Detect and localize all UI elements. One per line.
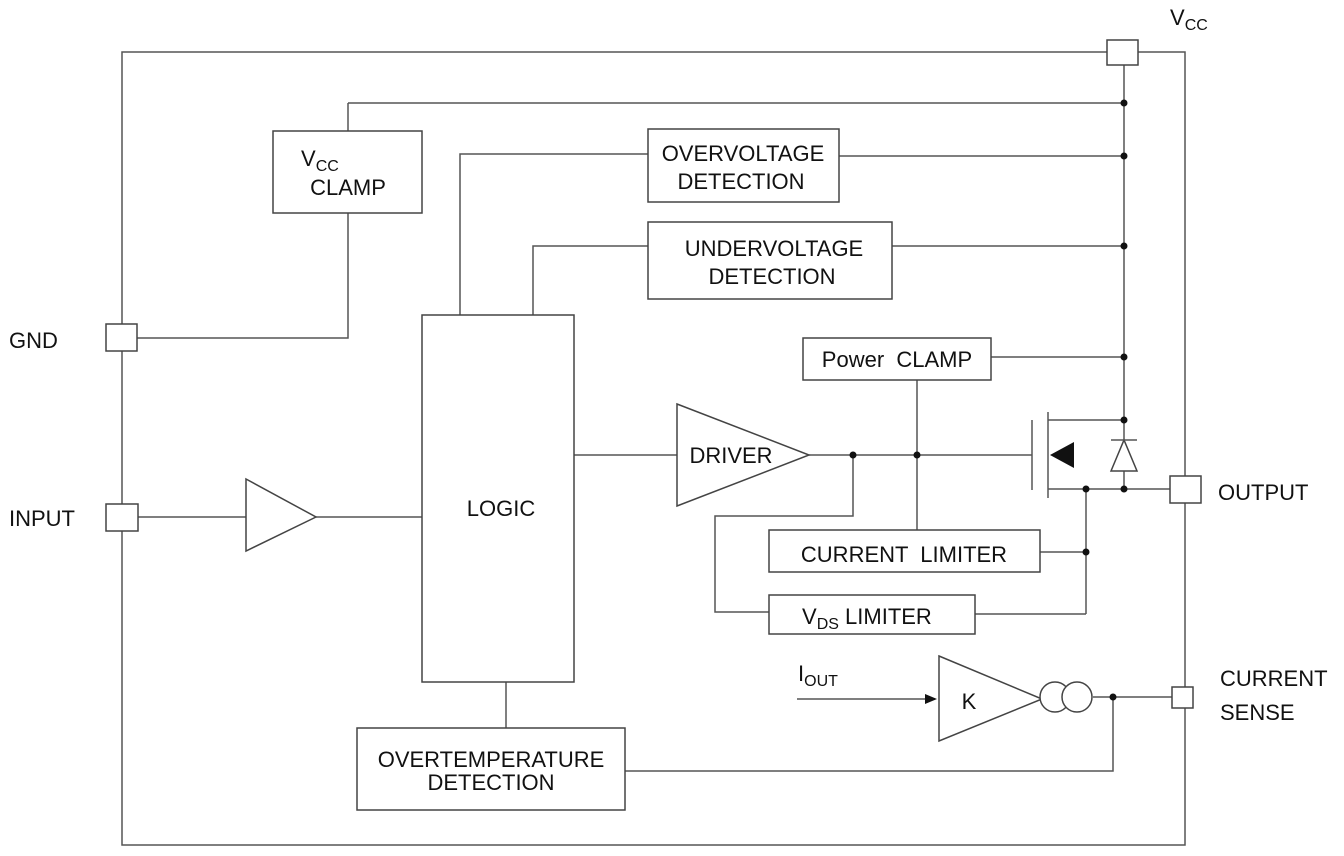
sense-amplifier-gain-label: K [962, 689, 977, 714]
logic-label: LOGIC [467, 496, 536, 521]
current-source-circle-right [1061, 681, 1093, 713]
chip-outline [121, 51, 1186, 846]
logic-block [421, 314, 575, 683]
gnd-pin [105, 323, 138, 352]
current-limiter-label: CURRENT LIMITER [801, 542, 1007, 567]
overvoltage-label-line1: OVERVOLTAGE [662, 141, 825, 166]
body-diode [1109, 438, 1139, 472]
output-pin-label: OUTPUT [1218, 480, 1308, 505]
overtemperature-label-line2: DETECTION [427, 770, 554, 795]
vcc-clamp-block [272, 130, 423, 214]
current-sense-pin-label-line1: CURRENT [1220, 666, 1328, 691]
mosfet-body-arrow [1050, 442, 1074, 468]
driver-label: DRIVER [689, 443, 772, 468]
vcc-clamp-label-line2: CLAMP [310, 175, 386, 200]
overtemperature-block [356, 727, 626, 811]
gnd-pin-label: GND [9, 328, 58, 353]
vds-limiter-label: VDS LIMITER [802, 604, 932, 633]
output-pin [1169, 475, 1202, 504]
overvoltage-block [647, 128, 840, 203]
vds-limiter-block [768, 594, 976, 635]
wires [137, 65, 1172, 772]
current-sense-pin-label-line2: SENSE [1220, 700, 1295, 725]
power-clamp-label: Power CLAMP [822, 347, 972, 372]
vcc-clamp-label-line1: VCC [301, 146, 339, 175]
current-sense-pin [1171, 686, 1194, 709]
vcc-pin [1106, 39, 1139, 66]
overvoltage-label-line2: DETECTION [677, 169, 804, 194]
vcc-pin-label: VCC [1170, 5, 1208, 34]
overtemperature-label-line1: OVERTEMPERATURE [378, 747, 605, 772]
input-pin [105, 503, 139, 532]
sense-amplifier [938, 654, 1044, 743]
input-buffer [245, 477, 318, 553]
current-limiter-block [768, 529, 1041, 573]
undervoltage-block [647, 221, 893, 300]
junction-dots [849, 99, 1128, 701]
power-clamp-block [802, 337, 992, 381]
undervoltage-label-line1: UNDERVOLTAGE [685, 236, 863, 261]
driver-amplifier [676, 402, 812, 508]
undervoltage-label-line2: DETECTION [708, 264, 835, 289]
input-pin-label: INPUT [9, 506, 75, 531]
iout-label: IOUT [798, 661, 838, 690]
